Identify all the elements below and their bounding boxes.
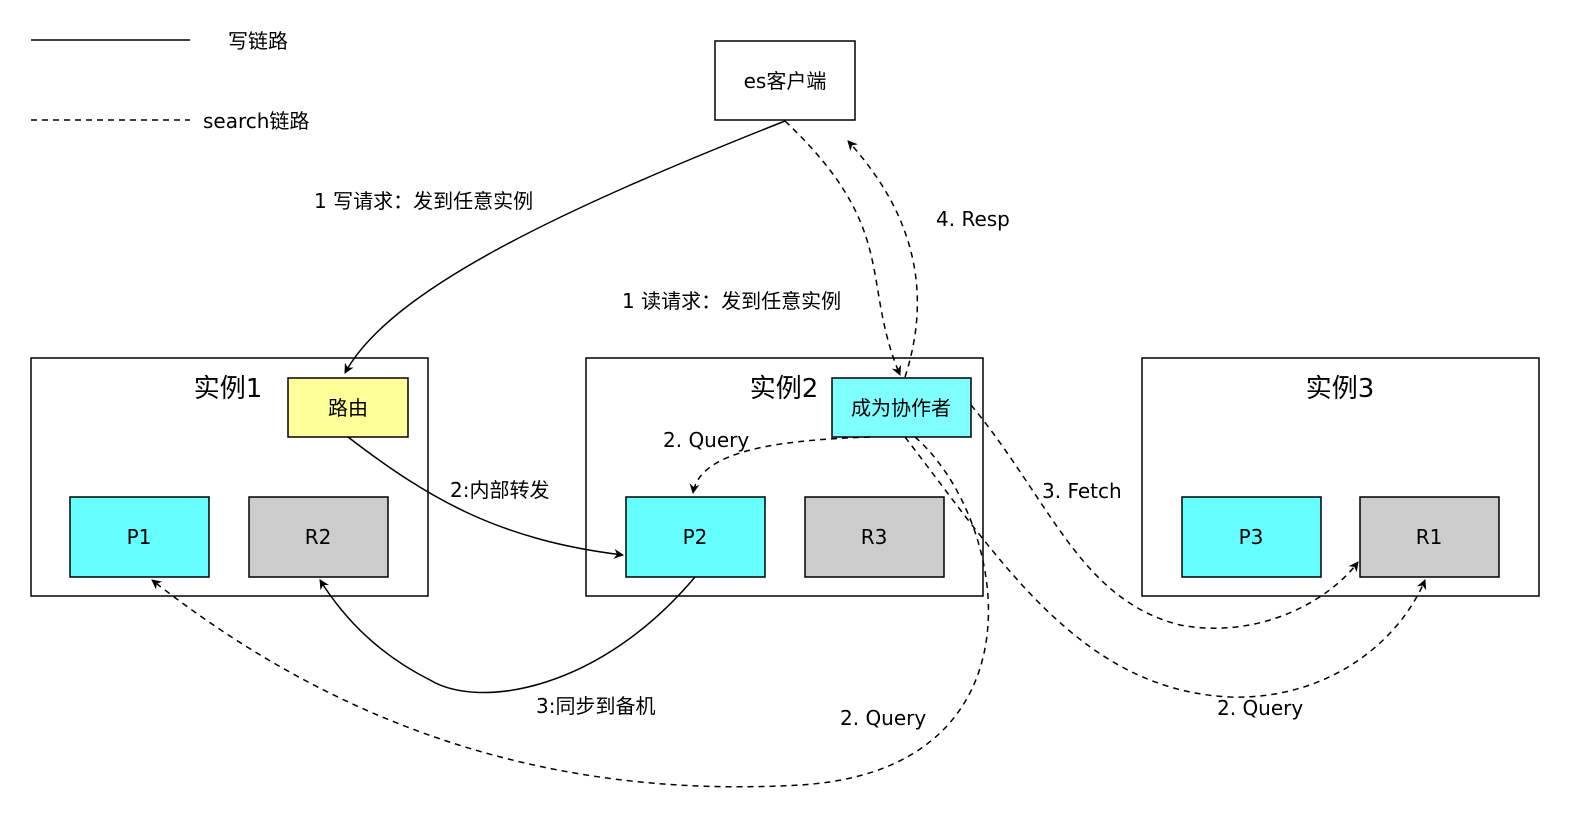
edge-query-p1: [151, 436, 990, 788]
shard-p2-box: [625, 496, 766, 578]
instance-1-title: 实例1: [194, 374, 263, 404]
label-write-request: 1 写请求：发到任意实例: [314, 189, 533, 213]
edge-write-request: [344, 120, 786, 374]
instance-2-box: [585, 357, 984, 597]
legend-write-label: 写链路: [228, 29, 288, 53]
shard-r3-label: R3: [861, 525, 888, 549]
instance-3-box: [1141, 357, 1540, 597]
label-resp: 4. Resp: [936, 207, 1010, 231]
legend-search-label: search链路: [203, 109, 309, 133]
router-label: 路由: [328, 396, 368, 420]
shard-r2-label: R2: [305, 525, 332, 549]
es-client-box: [714, 40, 856, 121]
shard-p3-label: P3: [1239, 525, 1264, 549]
label-read-request: 1 读请求：发到任意实例: [622, 289, 841, 313]
shard-r2-box: [248, 496, 389, 578]
shard-r1-box: [1359, 496, 1500, 578]
shard-r3-box: [804, 496, 945, 578]
instance-2-title: 实例2: [750, 374, 819, 404]
shard-p1-label: P1: [127, 525, 152, 549]
shard-p1-box: [69, 496, 210, 578]
edge-read-request: [784, 120, 902, 376]
instance-3-title: 实例3: [1306, 374, 1375, 404]
shard-p2-label: P2: [683, 525, 708, 549]
edge-query-r1: [904, 436, 1427, 698]
instance-1-box: [30, 357, 429, 597]
coordinator-box: [831, 377, 972, 438]
label-query-p2: 2. Query: [663, 428, 749, 452]
edge-internal-forward: [347, 436, 624, 559]
shard-r1-label: R1: [1416, 525, 1443, 549]
coordinator-label: 成为协作者: [851, 396, 951, 420]
router-box: [287, 377, 409, 438]
edge-sync-replica: [319, 576, 696, 694]
edge-resp: [847, 140, 919, 378]
edge-query-p2: [689, 436, 871, 494]
shard-p3-box: [1181, 496, 1322, 578]
es-client-label: es客户端: [744, 69, 827, 93]
label-query-p1: 2. Query: [840, 706, 926, 730]
label-query-r1: 2. Query: [1217, 696, 1303, 720]
label-fetch: 3. Fetch: [1042, 479, 1122, 503]
label-sync-replica: 3:同步到备机: [536, 694, 655, 718]
label-internal-forward: 2:内部转发: [450, 478, 549, 502]
